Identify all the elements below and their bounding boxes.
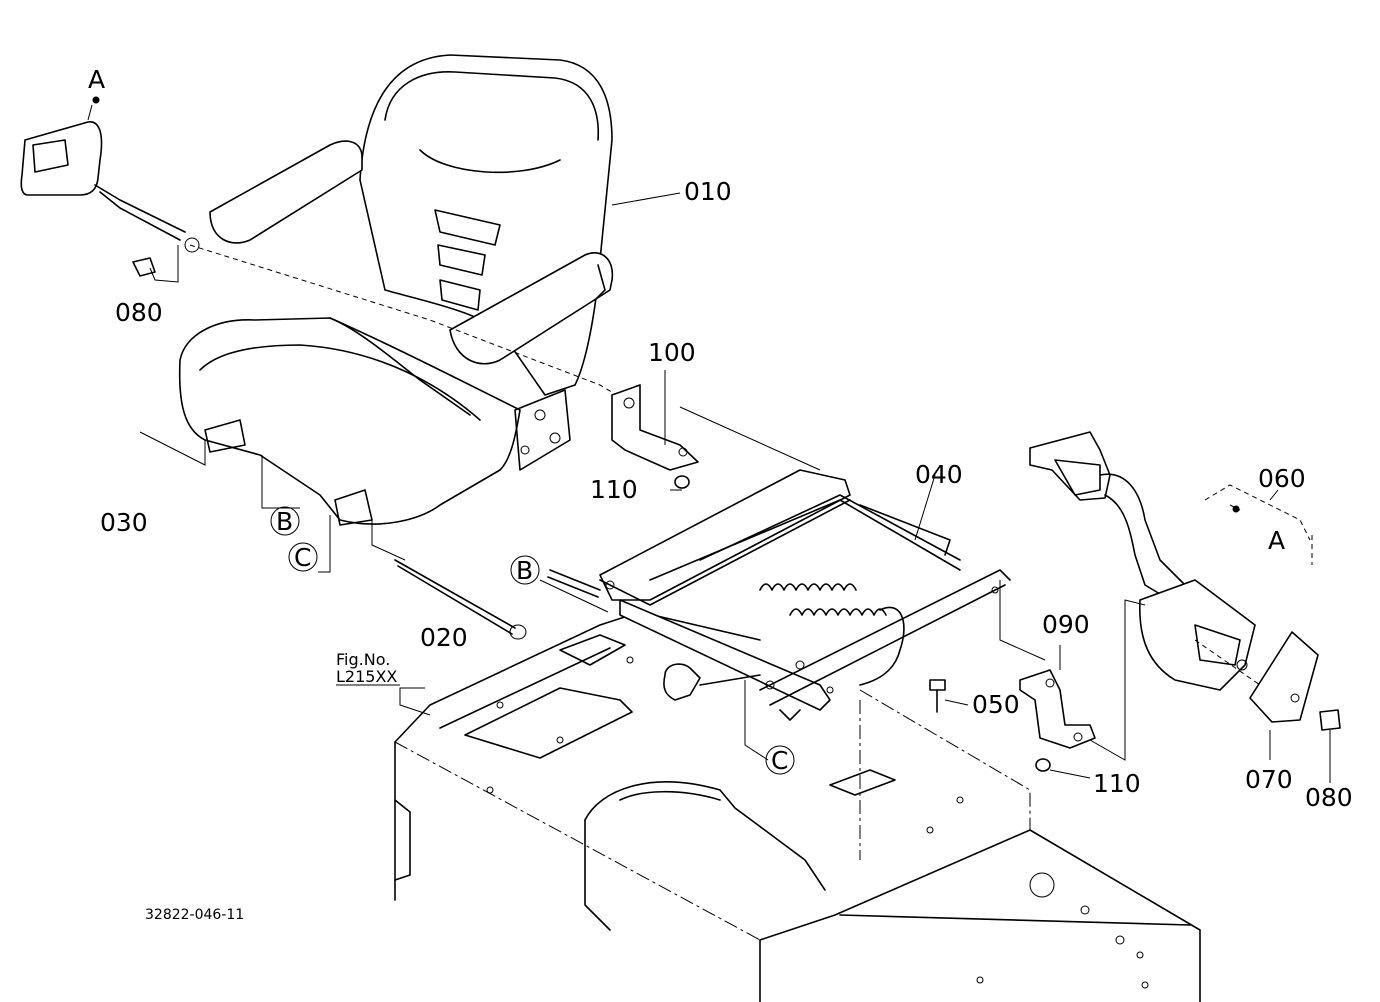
callout-090: 090 [1042, 610, 1090, 639]
diagram-code: 32822-046-11 [145, 907, 244, 923]
ref-c-left-circle [288, 542, 318, 572]
callout-070: 070 [1245, 765, 1293, 794]
callout-110-upper: 110 [590, 475, 638, 504]
ref-b-left: B [276, 507, 293, 536]
ref-c-mid: C [771, 746, 788, 775]
bolt-050 [929, 679, 946, 713]
callout-050: 050 [972, 690, 1020, 719]
seat-belt-retractor [1029, 431, 1341, 731]
seat-belt-buckle-left [20, 121, 200, 277]
ref-b-mid: B [516, 556, 533, 585]
ref-a-top: A [88, 65, 105, 94]
callout-030: 030 [100, 508, 148, 537]
nut-110-lower [1035, 758, 1051, 772]
bracket-100 [611, 384, 699, 471]
ref-c-mid-circle [765, 745, 795, 775]
nut-110-upper [674, 475, 690, 489]
callout-080-left: 080 [115, 298, 163, 327]
callout-020: 020 [420, 623, 468, 652]
callout-040: 040 [915, 460, 963, 489]
callout-100: 100 [648, 338, 696, 367]
callout-010: 010 [684, 177, 732, 206]
callout-labels: 010 020 030 040 050 060 070 080 080 090 … [88, 65, 1353, 923]
callout-060: 060 [1258, 464, 1306, 493]
ref-b-mid-circle [510, 555, 540, 585]
figure-ref-line1: Fig.No. [336, 650, 390, 669]
ref-a-right: A [1268, 526, 1285, 555]
leader-lines [87, 104, 1331, 860]
seat-rod [394, 559, 527, 640]
floor-plate [394, 611, 1201, 1002]
callout-110-lower: 110 [1093, 769, 1141, 798]
figure-ref-line2: L215XX [336, 667, 397, 686]
ref-b-left-circle [270, 506, 300, 536]
callout-080-right: 080 [1305, 783, 1353, 812]
bracket-090 [1019, 669, 1096, 749]
seat-suspension [547, 469, 1011, 721]
ref-c-left: C [294, 543, 311, 572]
seat-cushion [178, 54, 614, 526]
